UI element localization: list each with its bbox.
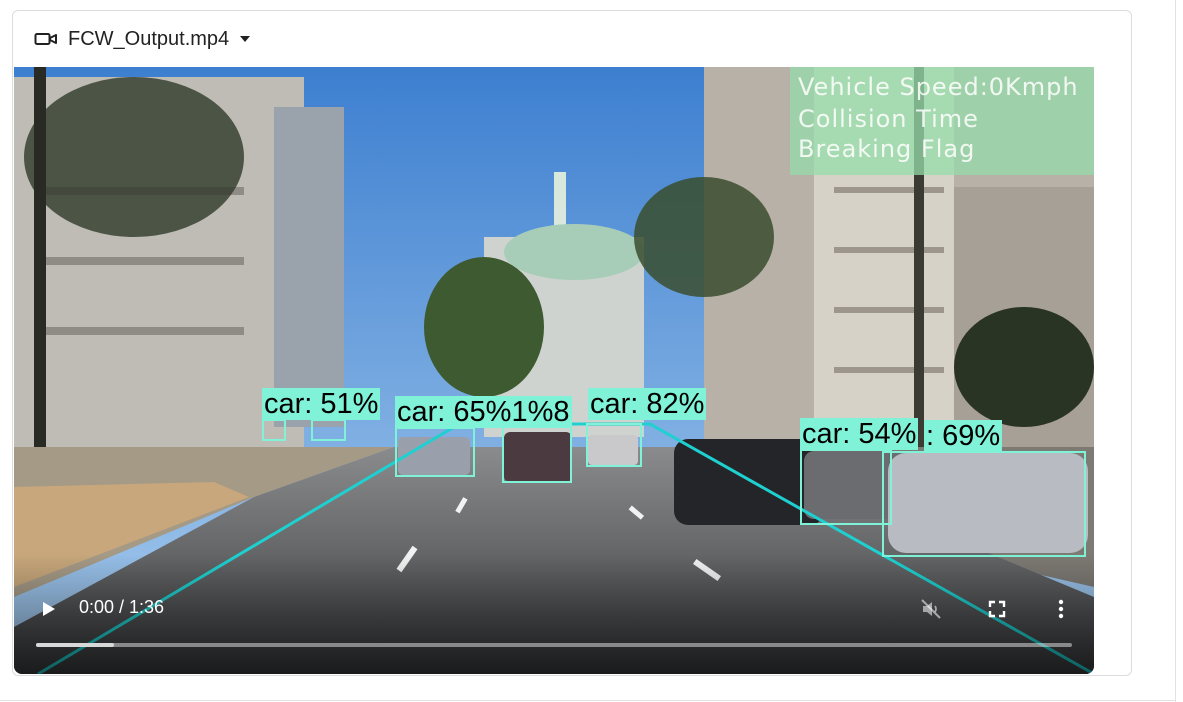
controls-bar <box>14 554 1094 674</box>
video-player[interactable]: Vehicle Speed:0Kmph Collision Time Break… <box>14 67 1094 674</box>
detection-label: car: 65%1%8 <box>395 396 572 428</box>
mute-icon[interactable] <box>920 598 942 620</box>
right-divider <box>1175 0 1176 702</box>
bottom-divider <box>0 700 1175 701</box>
detection-box <box>502 423 572 483</box>
video-camera-icon <box>34 33 57 45</box>
progress-buffered <box>36 643 114 647</box>
detection-box <box>395 427 475 477</box>
file-name: FCW_Output.mp4 <box>68 27 230 50</box>
time-readout: 0:00 / 1:36 <box>79 597 165 617</box>
play-icon[interactable] <box>38 599 58 619</box>
detection-box <box>882 451 1086 557</box>
file-header[interactable]: FCW_Output.mp4 <box>22 24 251 54</box>
chevron-down-icon[interactable] <box>239 35 251 43</box>
hud-panel <box>790 67 1094 175</box>
more-vert-icon[interactable] <box>1051 597 1071 621</box>
hud-breaking-flag: Breaking Flag <box>798 135 976 163</box>
detection-box <box>586 423 642 467</box>
progress-bar[interactable] <box>36 643 1072 647</box>
detection-box <box>311 419 346 441</box>
fullscreen-icon[interactable] <box>987 599 1007 619</box>
detection-box <box>800 449 892 525</box>
detection-label: car: 51% <box>262 388 381 420</box>
detection-label: car: 54% <box>800 418 919 450</box>
hud-vehicle-speed: Vehicle Speed:0Kmph <box>798 73 1079 101</box>
hud-collision-time: Collision Time <box>798 105 979 133</box>
detection-label: : 69% <box>924 420 1003 452</box>
detection-label: car: 82% <box>588 388 707 420</box>
detection-box <box>262 419 286 441</box>
